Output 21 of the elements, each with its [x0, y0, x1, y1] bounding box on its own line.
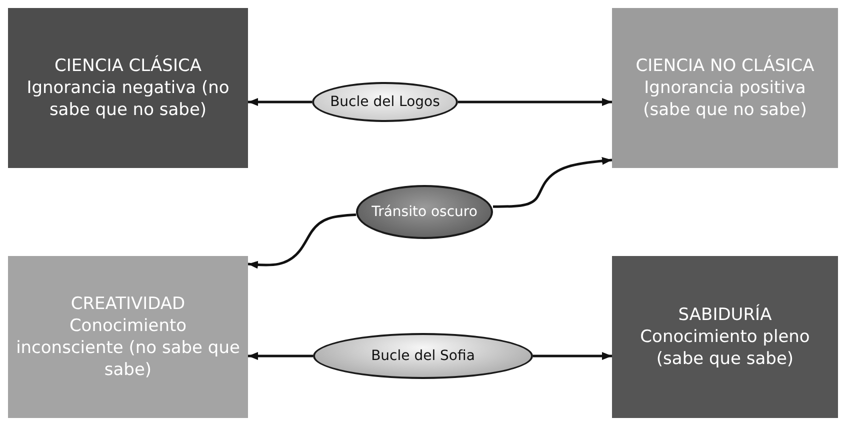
box-heading: CREATIVIDAD	[70, 292, 186, 315]
box-description: Ignorancia negativa (no sabe que no sabe)	[26, 76, 230, 122]
arrow	[533, 352, 612, 360]
arrow	[248, 352, 313, 360]
concept-box	[8, 8, 248, 168]
box-heading: CIENCIA NO CLÁSICA	[636, 54, 814, 77]
box-description: Conocimiento inconsciente (no sabe que sabe)	[16, 314, 240, 382]
box-heading: SABIDURÍA	[678, 304, 772, 326]
arrow	[493, 156, 612, 208]
ellipse-label: Tránsito oscuro	[372, 204, 478, 220]
arrow	[248, 98, 312, 106]
ellipse-label: Bucle del Logos	[330, 94, 440, 110]
box-heading: CIENCIA CLÁSICA	[54, 54, 202, 77]
concept-box	[612, 256, 838, 418]
arrow	[458, 98, 612, 106]
arrow	[248, 213, 356, 269]
concept-box	[612, 8, 838, 168]
concept-box	[8, 256, 248, 418]
box-description: Conocimiento pleno (sabe que sabe)	[639, 326, 811, 370]
box-description: Ignorancia positiva (sabe que no sabe)	[642, 76, 808, 122]
ellipse-label: Bucle del Sofia	[371, 348, 475, 364]
